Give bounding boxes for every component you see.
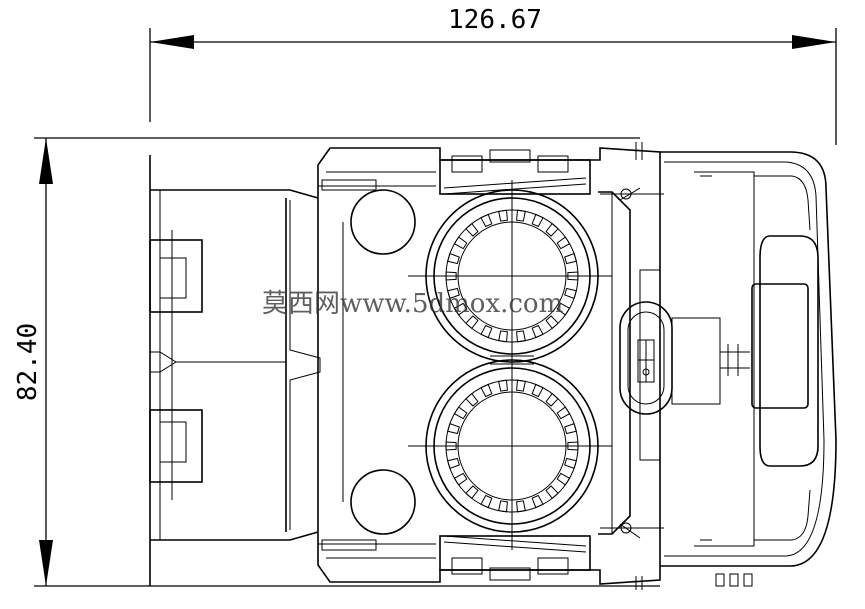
terminal-tooth [465,392,479,407]
height-dimension-label: 82.40 [13,323,43,401]
terminal-tooth [516,330,526,343]
terminal-tooth [445,271,457,281]
terminal-tooth [564,457,577,470]
terminal-tooth [447,457,460,470]
terminal-tooth [480,383,493,398]
oval-latch [619,301,673,415]
terminal-tooth [453,406,468,420]
terminal-tooth [531,213,544,228]
height-arrow-bottom [39,540,53,586]
terminal-tooth [545,392,559,407]
terminal-tooth [564,287,577,300]
terminal-tooth [531,383,544,398]
height-arrow-top [39,138,53,184]
connector-cavity-top [408,180,612,370]
bottom-clip [439,535,591,571]
terminal-tooth [545,485,559,500]
terminal-tooth [498,500,508,513]
mounting-hole-bottom [350,469,416,535]
terminal-tooth [556,236,571,250]
watermark: 莫西网www.5dmox.com [262,289,563,319]
connector-body [149,142,750,590]
terminal-tooth [556,302,571,316]
height-dimension: 82.40 [13,137,660,587]
left-latch-bottom [149,409,203,483]
terminal-tooth [564,252,577,265]
terminal-tooth [516,500,526,513]
terminal-tooth [498,330,508,343]
right-cover [660,151,837,587]
terminal-tooth [567,441,579,451]
terminal-tooth [498,379,508,392]
width-dimension: 126.67 [149,5,837,145]
terminal-tooth [480,213,493,228]
terminal-tooth [564,422,577,435]
terminal-tooth [465,485,479,500]
terminal-tooth [545,315,559,330]
terminal-tooth [531,494,544,509]
terminal-tooth [531,324,544,339]
connector-cavity-bottom [408,356,612,550]
terminal-tooth [480,494,493,509]
terminal-tooth [545,222,559,237]
width-dimension-label: 126.67 [448,5,542,35]
terminal-tooth [567,271,579,281]
terminal-tooth [447,422,460,435]
terminal-tooth [465,315,479,330]
width-arrow-left [150,35,194,49]
terminal-tooth [498,209,508,222]
top-clip [439,159,591,195]
left-latch-top [149,239,203,313]
terminal-tooth [556,472,571,486]
width-arrow-right [792,35,836,49]
terminal-tooth [447,287,460,300]
terminal-tooth [453,472,468,486]
mounting-hole-top [350,189,416,255]
cover-window [751,283,809,409]
terminal-tooth [556,406,571,420]
terminal-tooth [516,209,526,222]
terminal-tooth [453,236,468,250]
terminal-tooth [447,252,460,265]
terminal-tooth [453,302,468,316]
terminal-tooth [516,379,526,392]
terminal-tooth [445,441,457,451]
terminal-tooth [480,324,493,339]
terminal-tooth [465,222,479,237]
